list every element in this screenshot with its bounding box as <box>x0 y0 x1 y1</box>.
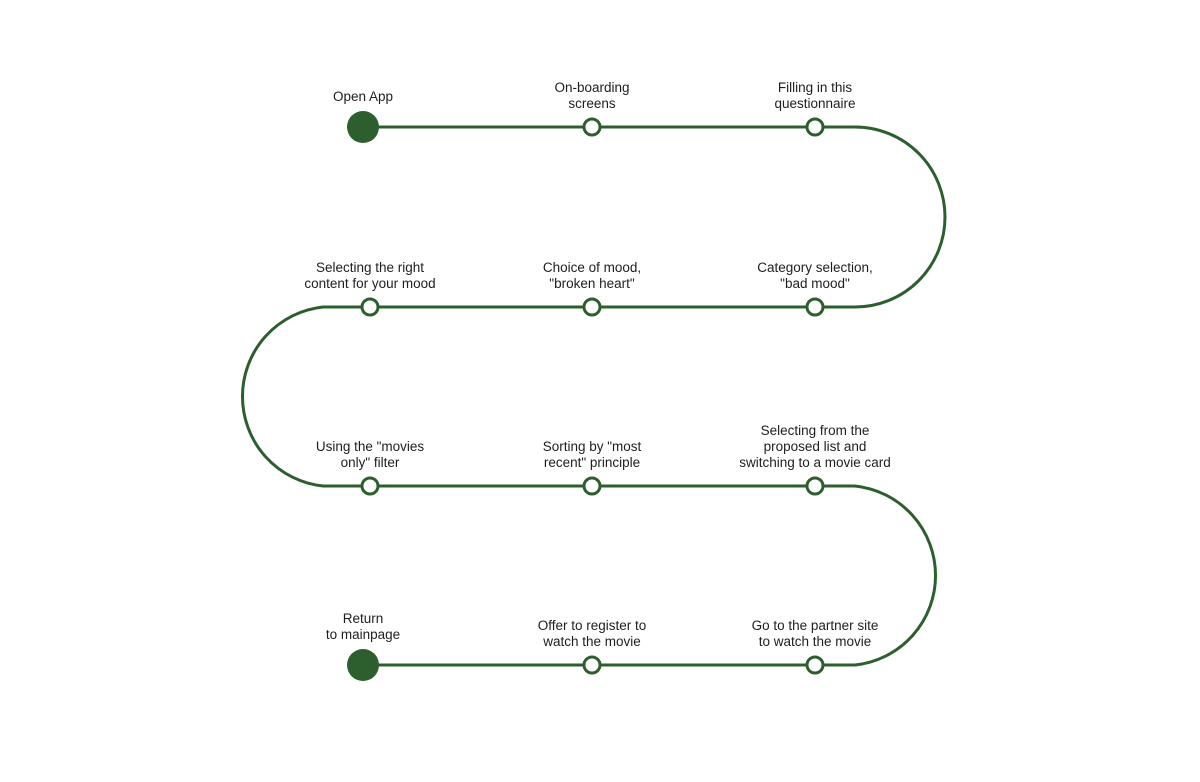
step-node <box>805 655 825 675</box>
step-label-line: Choice of mood, <box>542 260 642 275</box>
step-node <box>360 476 380 496</box>
step-label-line: only" filter <box>340 455 400 470</box>
step-label-line: "broken heart" <box>549 276 635 291</box>
step-label-line: content for your mood <box>304 276 436 291</box>
step-label-line: Sorting by "most <box>542 439 642 454</box>
step-label-line: questionnaire <box>774 96 856 111</box>
step-label-line: proposed list and <box>763 439 867 454</box>
step-label-line: to watch the movie <box>758 634 872 649</box>
step-node <box>360 297 380 317</box>
step-label: Choice of mood,"broken heart" <box>482 260 702 292</box>
step-label-line: Category selection, <box>757 260 873 275</box>
step-node <box>582 476 602 496</box>
step-label-line: On-boarding <box>554 80 630 95</box>
step-label-line: Open App <box>332 89 394 104</box>
end-node <box>347 649 379 681</box>
step-label: Category selection,"bad mood" <box>705 260 925 292</box>
step-node <box>582 117 602 137</box>
step-node <box>805 476 825 496</box>
step-label-line: watch the movie <box>543 634 641 649</box>
step-label: Open App <box>253 89 473 105</box>
step-label-line: Return <box>342 611 384 626</box>
step-label-line: recent" principle <box>543 455 641 470</box>
step-node <box>805 297 825 317</box>
step-label-line: Filling in this <box>777 80 853 95</box>
step-node <box>805 117 825 137</box>
step-label-line: switching to a movie card <box>739 455 891 470</box>
step-label-line: Go to the partner site <box>751 618 879 633</box>
step-label-line: Selecting the right <box>315 260 425 275</box>
step-label-line: Offer to register to <box>537 618 647 633</box>
step-node <box>582 297 602 317</box>
step-label-line: Using the "movies <box>315 439 425 454</box>
step-label-line: "bad mood" <box>780 276 850 291</box>
step-label-line: to mainpage <box>325 627 401 642</box>
start-node <box>347 111 379 143</box>
step-label-line: Selecting from the <box>760 423 870 438</box>
step-label-line: screens <box>568 96 616 111</box>
flow-connector-line <box>240 125 947 667</box>
step-node <box>582 655 602 675</box>
